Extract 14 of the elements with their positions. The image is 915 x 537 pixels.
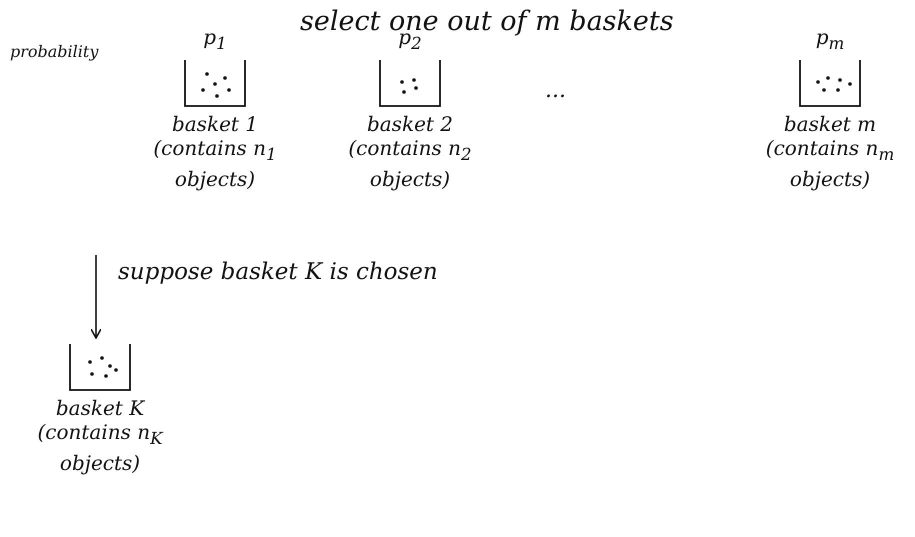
axis-label: probability (10, 42, 98, 61)
ellipsis-text: ... (545, 78, 566, 103)
basket-name: basket 2 (366, 112, 454, 136)
arrow (90, 255, 102, 339)
contents-note: (contains n$_{K}$ objects) (36, 420, 164, 475)
contents-note: (contains n$_{2}$ objects) (347, 136, 473, 191)
basket-name: basket 1 (172, 112, 258, 136)
contents-note: (contains n$_{1}$ objects) (152, 136, 278, 191)
probability-label: p$_{1}$ (203, 25, 227, 55)
probability-label: p$_{m}$ (816, 25, 844, 55)
basket-name: basket K (56, 396, 144, 420)
edge-label: suppose basket K is chosen (118, 259, 438, 285)
basket-name: basket m (784, 112, 876, 136)
contents-note: (contains n$_{m}$ objects) (764, 136, 896, 191)
